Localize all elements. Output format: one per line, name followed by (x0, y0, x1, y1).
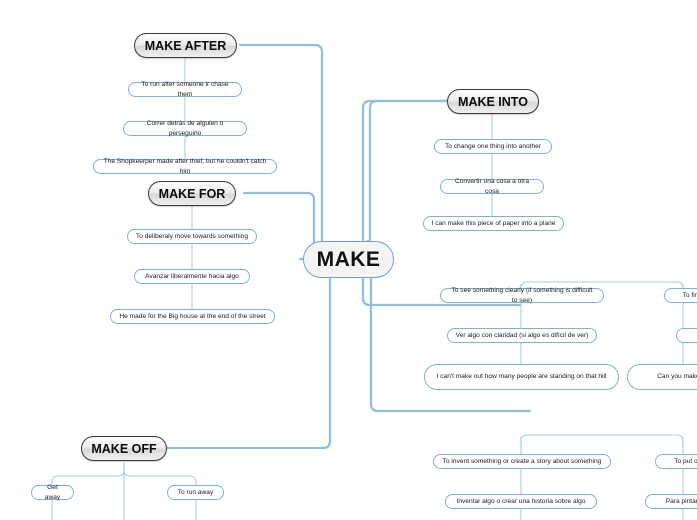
topic-label: MAKE INTO (458, 94, 528, 109)
leaf-node[interactable]: Tene (676, 328, 697, 343)
topic-node-make-off[interactable]: MAKE OFF (81, 436, 167, 461)
leaf-node[interactable]: Para pintarse l (645, 494, 697, 509)
leaf-label: I can't make out how many people are sta… (436, 373, 607, 381)
leaf-node[interactable]: I can make this piece of paper into a pl… (423, 216, 564, 231)
leaf-node[interactable]: To invent something or create a story ab… (433, 454, 611, 469)
leaf-label: To run after someone ir chase them (141, 80, 229, 98)
leaf-node[interactable]: Correr detrás de alguien o perseguirlo (123, 119, 247, 137)
topic-node-make-into[interactable]: MAKE INTO (447, 89, 539, 114)
topic-label: MAKE FOR (158, 186, 226, 201)
topic-node-make-after[interactable]: MAKE AFTER (134, 33, 237, 58)
leaf-label: To find i (682, 291, 697, 299)
leaf-label: To invent something or create a story ab… (442, 457, 602, 465)
leaf-node[interactable]: The Shopkeerper made after thief, but he… (93, 157, 277, 175)
leaf-label: To deliberaly move towards something (135, 232, 249, 240)
leaf-node[interactable]: He made for the Big house at the end of … (110, 309, 275, 324)
leaf-node[interactable]: Ver algo con claridad (si algo es difíci… (447, 328, 597, 343)
leaf-label: To see something clearly (if something i… (451, 286, 593, 304)
leaf-label: Para pintarse l (665, 497, 697, 505)
leaf-label: To change one thing into another (444, 142, 542, 150)
leaf-label: The Shopkeerper made after thief, but he… (103, 157, 267, 175)
leaf-label: Convertir una cosa a otra cosa (454, 177, 530, 195)
leaf-label: He made for the Big house at the end of … (119, 312, 266, 320)
topic-node-make-for[interactable]: MAKE FOR (148, 181, 236, 206)
leaf-node[interactable]: To run away (167, 485, 224, 500)
leaf-node[interactable]: To put on lip (655, 454, 697, 469)
leaf-label: Avanzar liberalmente hacia algo (145, 272, 239, 280)
leaf-label: I can make this piece of paper into a pl… (431, 219, 556, 227)
leaf-label: To put on lip (674, 457, 697, 465)
leaf-node[interactable]: Inventar algo o crear una historia sobre… (445, 494, 597, 509)
leaf-node[interactable]: To see something clearly (if something i… (440, 286, 604, 304)
leaf-node[interactable]: To deliberaly move towards something (127, 229, 257, 244)
leaf-node[interactable]: I can't make out how many people are sta… (424, 364, 619, 390)
leaf-node[interactable]: Avanzar liberalmente hacia algo (134, 269, 250, 284)
leaf-node[interactable]: To find i (664, 288, 697, 303)
topic-label: MAKE OFF (91, 441, 157, 456)
leaf-node[interactable]: Can you make ou (627, 364, 697, 390)
leaf-label: Get away (44, 483, 61, 501)
topic-label: MAKE AFTER (144, 38, 227, 53)
leaf-label: Correr detrás de alguien o perseguirlo (146, 119, 224, 137)
leaf-node[interactable]: Get away (31, 483, 74, 501)
leaf-node[interactable]: To run after someone ir chase them (128, 80, 242, 98)
leaf-label: Ver algo con claridad (si algo es difíci… (455, 331, 589, 339)
root-node-label: MAKE (316, 247, 381, 271)
leaf-label: Inventar algo o crear una historia sobre… (456, 497, 586, 505)
leaf-label: Can you make ou (657, 373, 697, 381)
leaf-node[interactable]: Convertir una cosa a otra cosa (440, 177, 544, 195)
root-node-make[interactable]: MAKE (303, 241, 394, 278)
leaf-node[interactable]: To change one thing into another (434, 139, 552, 154)
leaf-label: To run away (177, 488, 214, 496)
